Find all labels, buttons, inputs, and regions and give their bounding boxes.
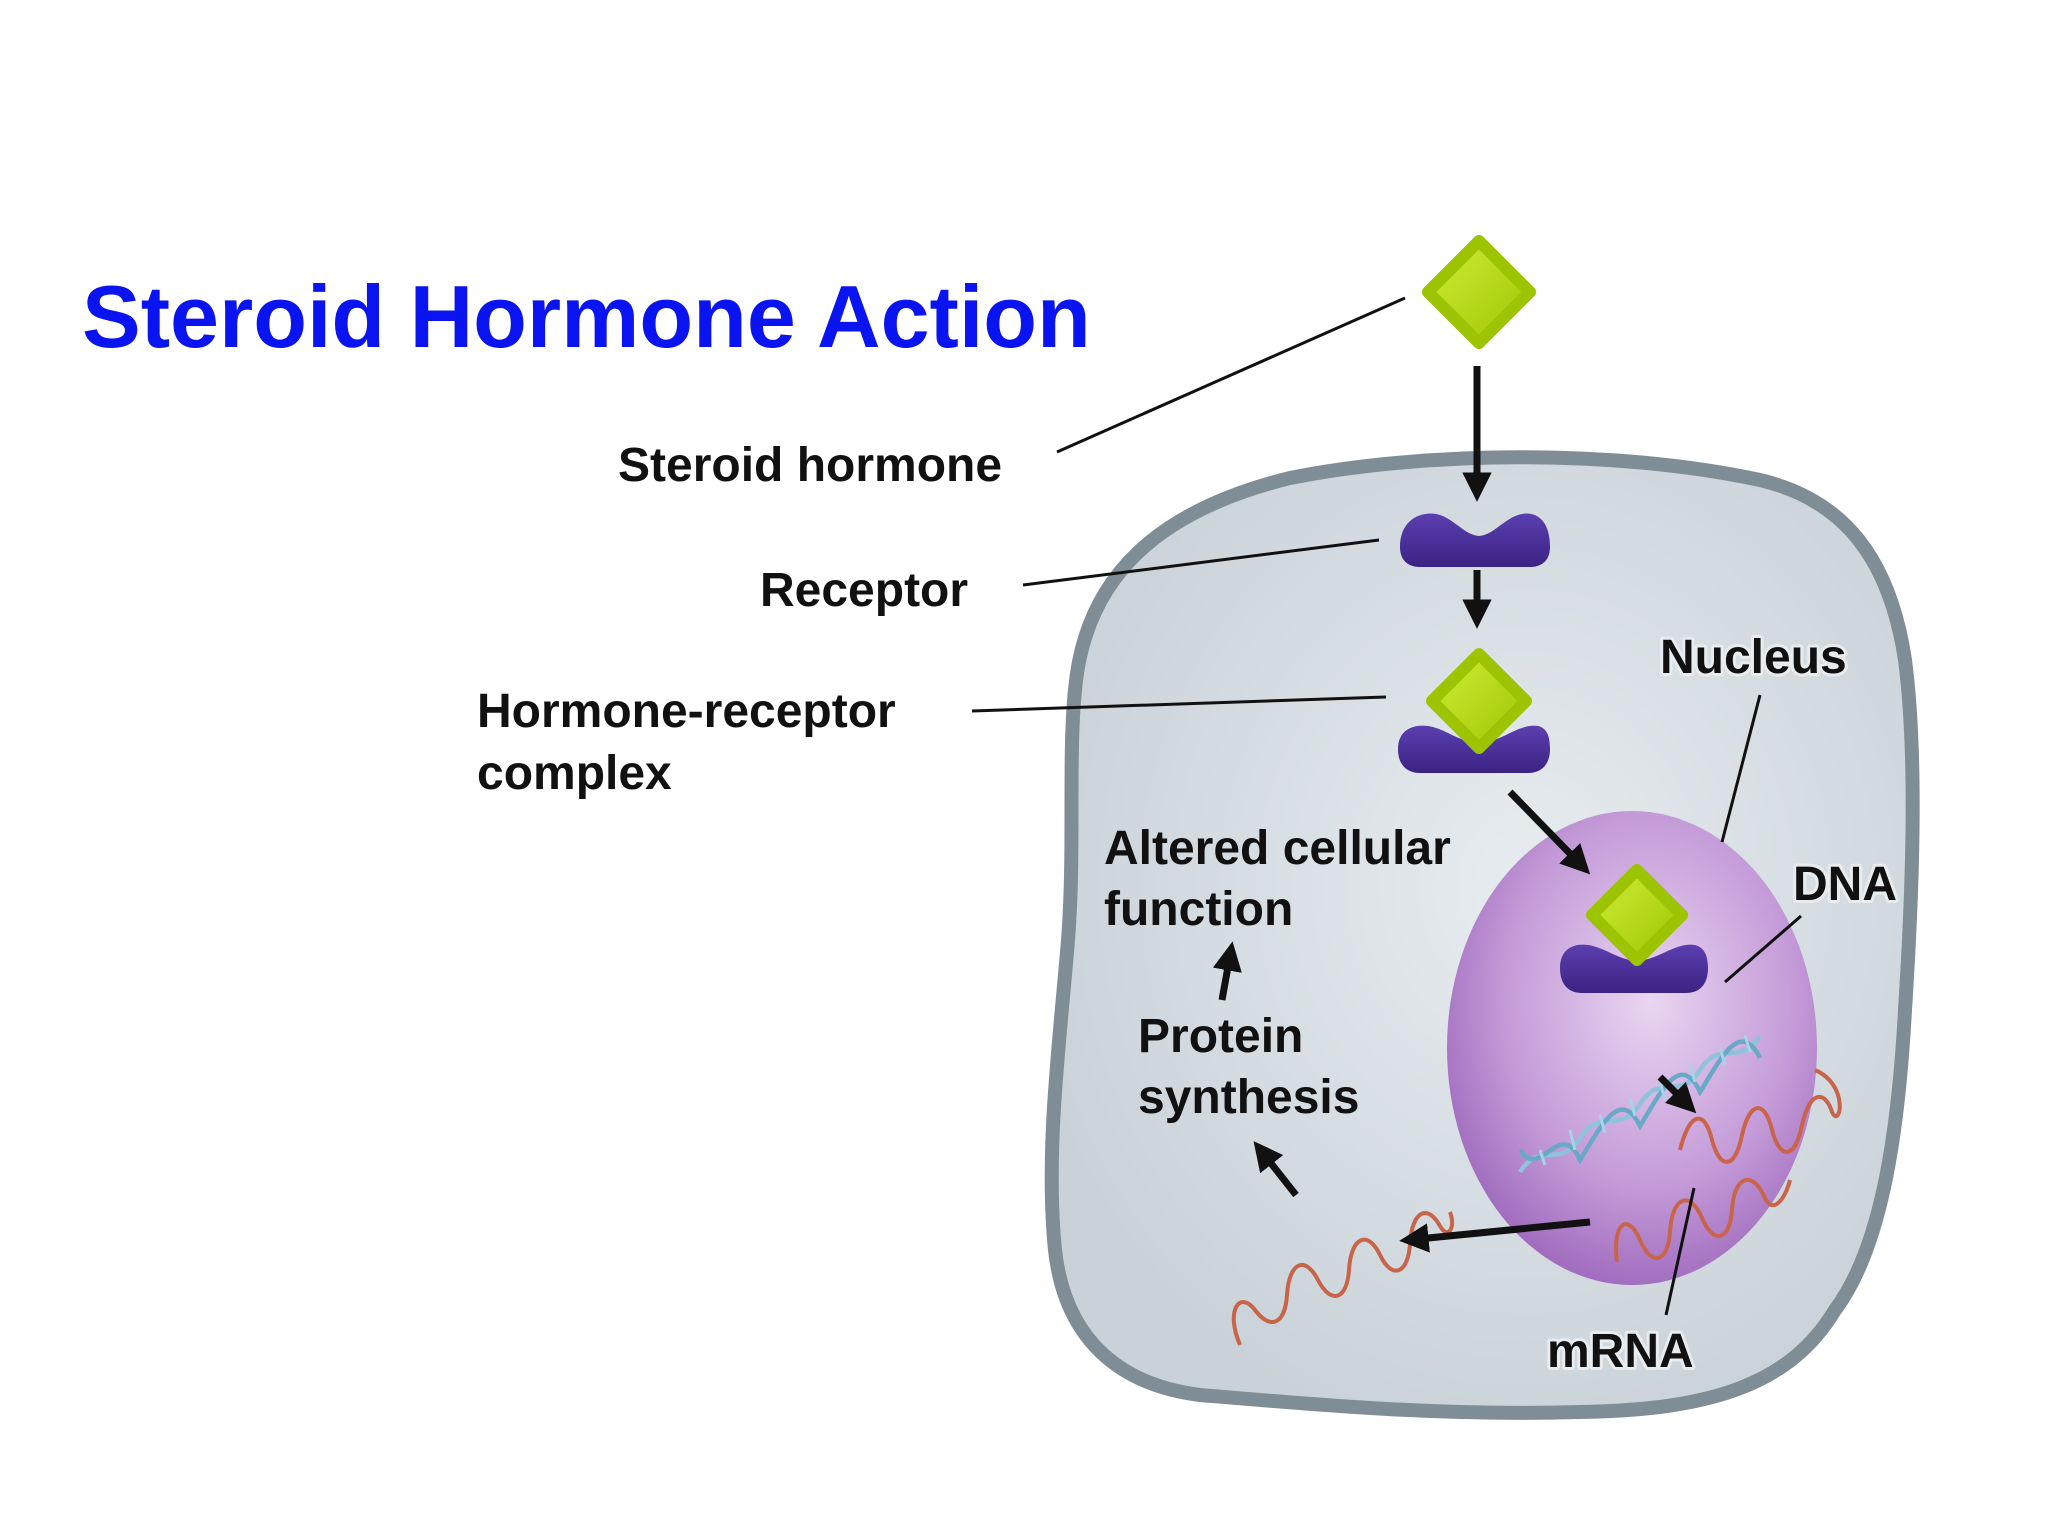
nucleus	[1447, 811, 1817, 1285]
label-dna: DNA	[1793, 858, 1897, 911]
arrow-mrna-to-protein	[1253, 1141, 1299, 1198]
steroid-hormone-leader	[1056, 296, 1406, 454]
arrow-complex-to-nucleus	[1507, 789, 1591, 875]
mrna-strand-nucleus-lower	[1614, 1177, 1792, 1263]
mrna-strand-nucleus-upper	[1678, 1068, 1842, 1164]
receptor-leader	[1022, 538, 1380, 587]
label-hormone-receptor-complex-line1: Hormone-receptor	[477, 685, 896, 738]
hormone-receptor-complex	[1398, 648, 1550, 773]
label-altered-function-line1: Altered cellular	[1104, 822, 1451, 875]
arrow-mrna-export	[1399, 1218, 1591, 1253]
label-mrna: mRNA	[1547, 1325, 1694, 1378]
page-title: Steroid Hormone Action	[82, 267, 1091, 366]
arrow-protein-to-function	[1212, 941, 1242, 1001]
arrow-dna-to-mrna	[1657, 1074, 1697, 1114]
hormone-receptor-complex-nuclear	[1560, 864, 1708, 993]
mrna-strand-cytoplasm	[1231, 1211, 1455, 1346]
nucleus-leader	[1720, 694, 1762, 843]
dna-helix	[1518, 1034, 1763, 1174]
label-altered-function-line2: function	[1104, 883, 1293, 936]
process-arrows	[1212, 366, 1697, 1253]
label-steroid-hormone: Steroid hormone	[618, 439, 1002, 492]
dna-leader	[1724, 914, 1802, 984]
complex-leader	[971, 695, 1387, 713]
leader-lines	[971, 296, 1802, 1316]
label-hormone-receptor-complex-line2: complex	[477, 747, 672, 800]
steroid-hormone-molecule	[1422, 235, 1536, 349]
label-receptor: Receptor	[760, 564, 968, 617]
receptor-molecule	[1400, 513, 1550, 567]
label-nucleus: Nucleus	[1660, 631, 1847, 684]
label-protein-synthesis-line2: synthesis	[1138, 1071, 1359, 1124]
mrna-leader	[1664, 1187, 1696, 1316]
label-protein-synthesis-line1: Protein	[1138, 1010, 1303, 1063]
